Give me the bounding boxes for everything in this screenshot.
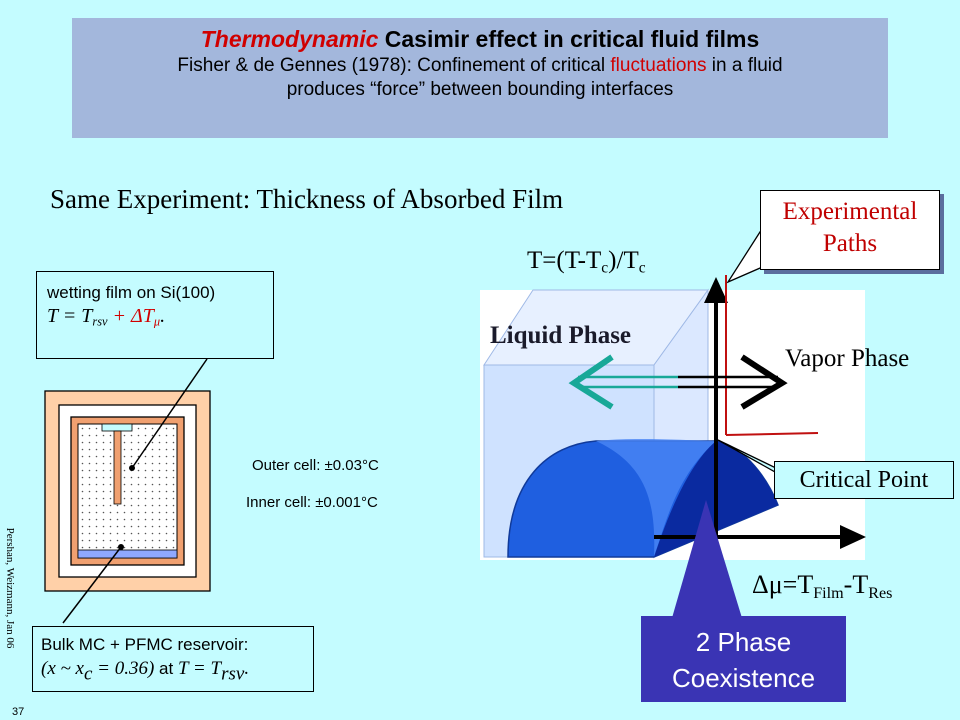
liquid-arrow-head	[568, 354, 614, 410]
slide-number: 37	[12, 706, 25, 718]
wetting-film-box: wetting film on Si(100) T = Trsv + ΔTμ.	[36, 271, 274, 359]
subtitle: Same Experiment: Thickness of Absorbed F…	[50, 184, 564, 214]
critical-point-label: Critical Point	[774, 461, 954, 499]
ma-sub2: Res	[868, 584, 893, 602]
ta-b: )/T	[608, 247, 639, 274]
wf-a: T = T	[47, 305, 93, 327]
silicon-wafer	[113, 430, 122, 505]
reservoir-liquid	[77, 549, 178, 559]
experimental-line-1: Experimental	[782, 198, 918, 225]
ta-sub2: c	[638, 259, 646, 277]
header-line-2-red: fluctuations	[610, 55, 707, 76]
experimental-path-horizontal	[725, 432, 819, 436]
coexistence-line-2: Coexistence	[671, 663, 816, 693]
wf-sub2: μ	[153, 314, 161, 329]
reservoir-leader-line	[62, 546, 122, 624]
fluid-volume	[77, 423, 178, 559]
bulk-reservoir-box: Bulk MC + PFMC reservoir: (x ~ xc = 0.36…	[32, 626, 314, 692]
wetting-leader-line	[131, 358, 208, 469]
surface-highlight	[596, 438, 716, 557]
bulk-formula: (x ~ xc = 0.36) at T = Trsv.	[41, 657, 313, 687]
inner-cell-note: Inner cell: ±0.001°C	[246, 494, 378, 511]
bf-sub: c	[83, 663, 93, 685]
slide-title: Thermodynamic Casimir effect in critical…	[72, 24, 888, 54]
bulk-label: Bulk MC + PFMC reservoir:	[41, 635, 249, 654]
ma-sub: Film	[813, 584, 844, 602]
bf-mid: at	[154, 659, 178, 678]
cell-diagram	[44, 358, 211, 624]
header-line-2a: Fisher & de Gennes (1978): Confinement o…	[177, 55, 611, 76]
t-axis-arrowhead	[704, 277, 728, 303]
wetting-formula: T = Trsv + ΔTμ.	[47, 304, 273, 334]
wf-c: .	[160, 305, 166, 327]
outer-cell-note: Outer cell: ±0.03°C	[252, 457, 379, 474]
header-line-3: produces “force” between bounding interf…	[286, 79, 674, 100]
ta-a: T=(T-T	[527, 247, 602, 274]
mu-axis-label: Δμ=TFilm-TRes	[752, 570, 892, 603]
wetting-label: wetting film on Si(100)	[47, 283, 216, 302]
mu-axis-arrowhead	[840, 525, 866, 549]
wf-sub: rsv	[92, 314, 108, 329]
header-line-2: Fisher & de Gennes (1978): Confinement o…	[72, 54, 888, 78]
bf-c: T = T	[177, 658, 222, 679]
coexistence-callout: 2 Phase Coexistence	[641, 616, 846, 702]
t-axis-label: T=(T-Tc)/Tc	[527, 247, 646, 278]
experimental-line-2: Paths	[822, 230, 878, 257]
bf-a: (x ~ x	[41, 658, 84, 679]
coexistence-callout-pointer	[672, 500, 742, 618]
vapor-arrow-head	[740, 354, 788, 410]
bf-sub2: rsv	[221, 663, 245, 685]
header-line-2b: in a fluid	[706, 55, 783, 76]
vapor-phase-label: Vapor Phase	[785, 345, 910, 372]
bf-b: = 0.36)	[92, 658, 155, 679]
header-banner: Thermodynamic Casimir effect in critical…	[72, 18, 888, 138]
title-italic-word: Thermodynamic	[200, 26, 379, 52]
wf-b: + ΔT	[107, 305, 154, 327]
liquid-phase-label: Liquid Phase	[490, 322, 632, 349]
ma-a: Δμ=T	[752, 570, 814, 599]
title-rest: Casimir effect in critical fluid films	[378, 26, 760, 52]
bf-d: .	[244, 658, 250, 679]
ma-b: -T	[843, 570, 869, 599]
ta-sub: c	[601, 259, 609, 277]
experimental-paths-callout: Experimental Paths	[760, 190, 940, 270]
coexistence-line-1: 2 Phase	[695, 627, 792, 657]
